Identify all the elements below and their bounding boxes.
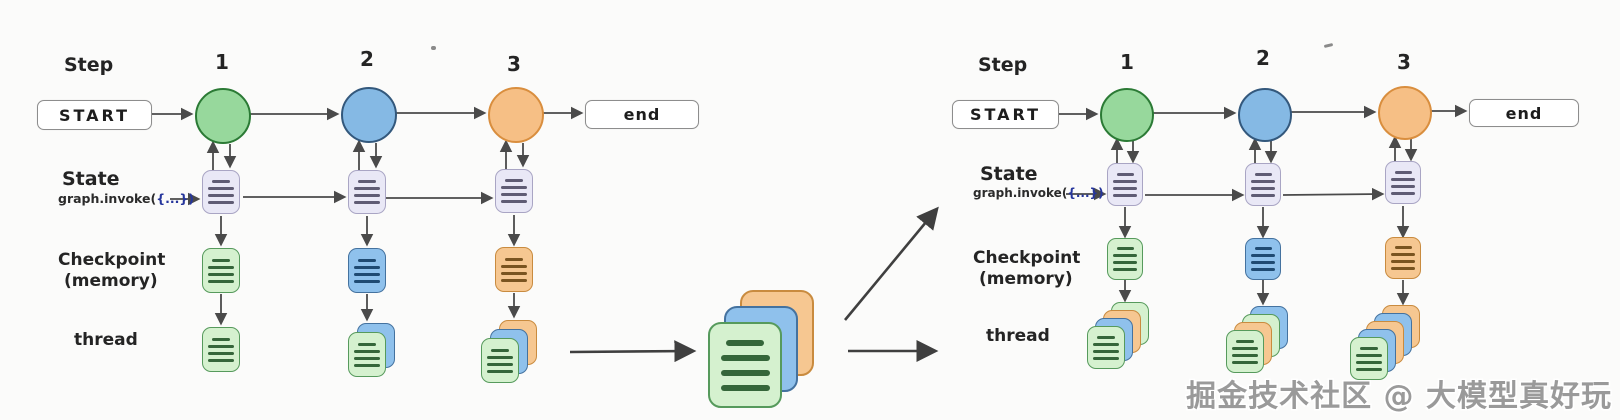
thread-row-label: thread <box>986 326 1050 346</box>
stray-mark <box>431 46 436 50</box>
state-doc-icon <box>202 170 240 214</box>
memory-row-label: (memory) <box>64 271 158 291</box>
stack-layer-green <box>1350 337 1388 380</box>
step2-node <box>1238 88 1292 142</box>
thread-stack-step3 <box>1350 305 1420 380</box>
invoke-suffix: ) <box>188 191 194 206</box>
stack-layer-green <box>1087 326 1125 369</box>
start-node: START <box>37 100 152 130</box>
step3-node <box>488 87 544 143</box>
step-number-1: 1 <box>1120 50 1134 74</box>
thread-stack-step1 <box>202 327 240 372</box>
state-doc-icon <box>495 169 533 213</box>
stack-layer-green <box>481 338 519 383</box>
start-node: START <box>952 100 1059 129</box>
step2-node <box>341 87 397 143</box>
watermark: 掘金技术社区 @ 大模型真好玩 <box>1186 379 1612 414</box>
checkpoint-doc-blue-icon <box>1245 238 1281 280</box>
invoke-prefix: graph.invoke( <box>58 191 157 206</box>
arrow-merge <box>569 340 697 363</box>
thread-stack-step2 <box>1226 306 1288 373</box>
state-doc-icon <box>1245 163 1281 206</box>
step-row-label: Step <box>978 54 1028 76</box>
invoke-braces: {...} <box>156 191 189 206</box>
step-number-3: 3 <box>507 52 521 76</box>
arrow-to-state <box>843 206 939 321</box>
stack-layer-green <box>348 332 386 377</box>
checkpoint-doc-blue-icon <box>348 248 386 293</box>
graph-invoke-label: graph.invoke({...}) <box>58 191 194 206</box>
state-doc-icon <box>348 170 386 214</box>
stack-layer-green <box>708 322 782 408</box>
checkpoint-doc-green-icon <box>202 248 240 293</box>
thread-row-label: thread <box>74 330 138 350</box>
checkpoint-doc-green-icon <box>1107 238 1143 280</box>
checkpoint-row-label: Checkpoint <box>973 248 1081 268</box>
invoke-prefix: graph.invoke( <box>973 186 1068 200</box>
thread-stack-step1 <box>1087 302 1149 369</box>
invoke-braces: {...} <box>1067 186 1099 200</box>
state-row-label: State <box>980 163 1038 185</box>
state-doc-icon <box>1107 163 1143 206</box>
merged-thread-stack <box>708 290 814 408</box>
thread-stack-step3 <box>481 320 537 383</box>
arrow <box>1282 187 1385 201</box>
stack-layer-green <box>1226 330 1264 373</box>
checkpoint-doc-orange-icon <box>495 247 533 292</box>
end-node: end <box>585 100 699 129</box>
state-doc-icon <box>1385 161 1421 204</box>
stray-mark <box>1323 42 1334 49</box>
state-row-label: State <box>62 168 120 190</box>
memory-row-label: (memory) <box>979 269 1073 289</box>
thread-stack-step2 <box>348 323 395 377</box>
step-number-2: 2 <box>360 47 374 71</box>
graph-invoke-label: graph.invoke({...}) <box>973 186 1104 200</box>
step1-node <box>195 88 251 144</box>
checkpoint-doc-orange-icon <box>1385 237 1421 279</box>
step1-node <box>1100 88 1154 142</box>
step-number-2: 2 <box>1256 46 1270 70</box>
step-row-label: Step <box>64 54 114 76</box>
checkpoint-row-label: Checkpoint <box>58 250 166 270</box>
step-number-3: 3 <box>1397 50 1411 74</box>
step-number-1: 1 <box>215 50 229 74</box>
step3-node <box>1378 86 1432 140</box>
end-node: end <box>1469 99 1579 127</box>
invoke-suffix: ) <box>1098 186 1104 200</box>
